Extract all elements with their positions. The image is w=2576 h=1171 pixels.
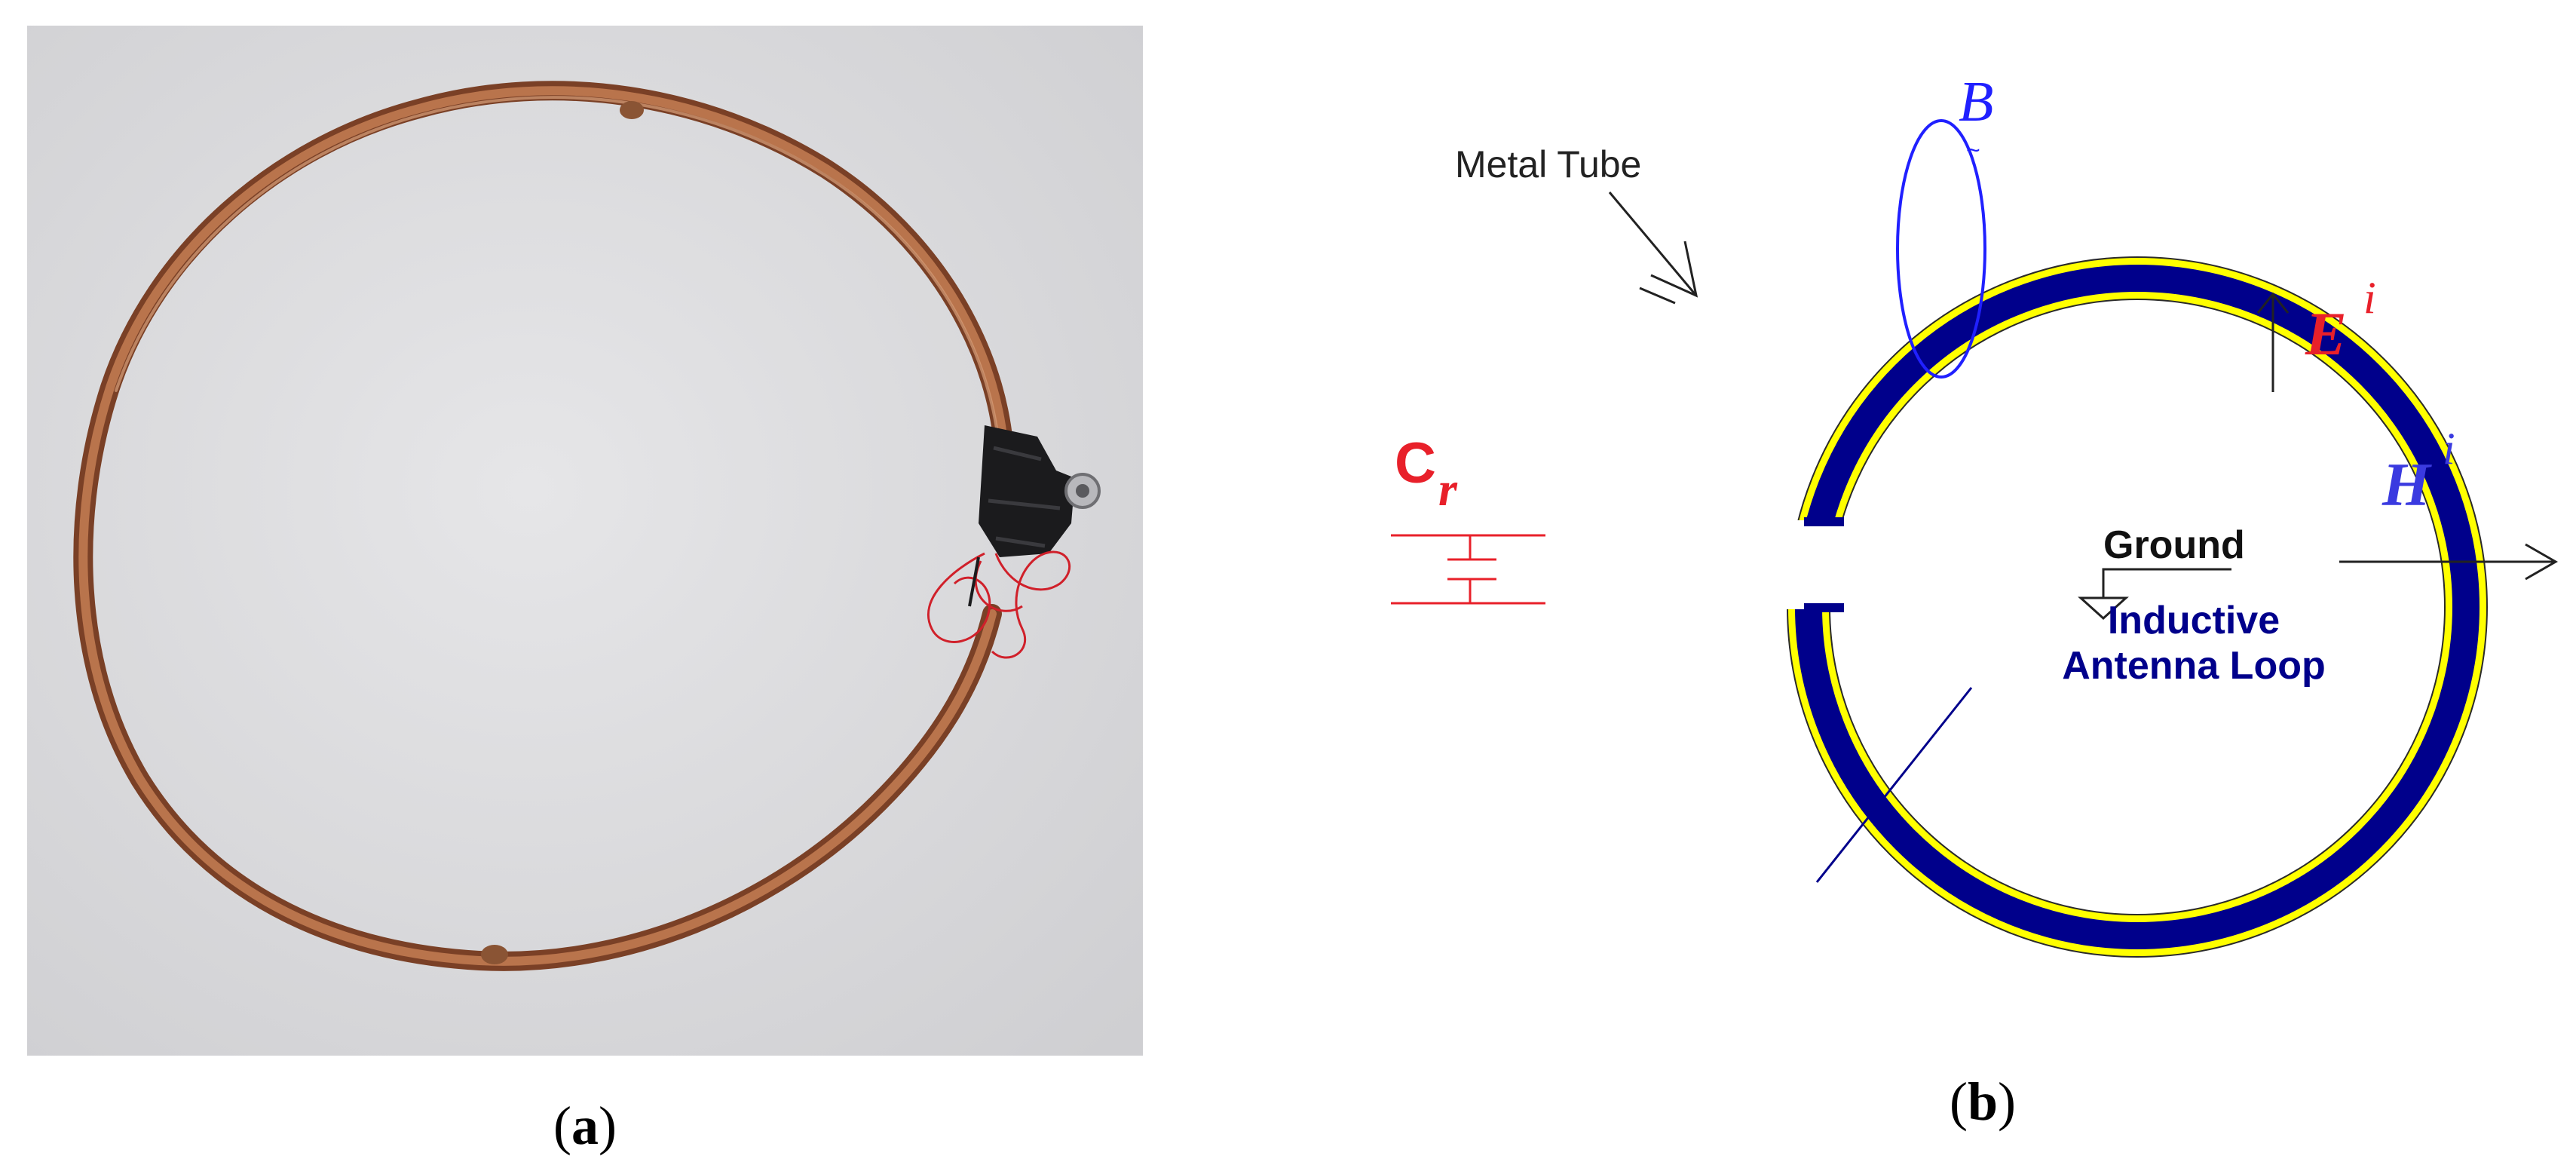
b-field-loop [1896, 119, 1986, 379]
tube-gap [1772, 520, 1877, 609]
ground-symbol [2078, 568, 2231, 621]
metal-tube-label: Metal Tube [1455, 143, 1641, 185]
capacitor-subscript: r [1438, 462, 1458, 516]
schematic-panel: C r Metal Tube B ~ E i H i Ground [1349, 15, 2576, 1041]
caption-a: (a) [553, 1096, 617, 1156]
ground-label: Ground [2103, 523, 2245, 567]
photo-background [27, 26, 1143, 1056]
loop-antenna-schematic: C r Metal Tube B ~ E i H i Ground [1391, 70, 2559, 958]
capacitor-circuit [1391, 534, 1545, 605]
inductive-leader-line [1815, 687, 1973, 883]
b-field-tilde: ~ [1966, 136, 1980, 164]
inductive-label-line2: Antenna Loop [2062, 644, 2326, 688]
black-tape-connector [979, 425, 1075, 557]
copper-loop-photo [27, 26, 1143, 1056]
h-field-superscript: i [2443, 424, 2455, 474]
inductive-label-line1: Inductive [2108, 599, 2280, 642]
tube-joint-top [620, 101, 644, 119]
h-field-label: H [2381, 450, 2432, 519]
h-field-arrow [2339, 543, 2559, 581]
photo-panel [27, 26, 1143, 1056]
e-field-label: E [2305, 299, 2347, 368]
b-field-label: B [1959, 70, 1993, 133]
capacitor-label: C [1395, 431, 1436, 495]
tube-joint-bottom [481, 945, 508, 964]
e-field-arrow [2256, 292, 2290, 392]
metal-tube-arrow [1608, 192, 1698, 305]
caption-b: (b) [1949, 1071, 2016, 1132]
e-field-superscript: i [2363, 273, 2376, 323]
